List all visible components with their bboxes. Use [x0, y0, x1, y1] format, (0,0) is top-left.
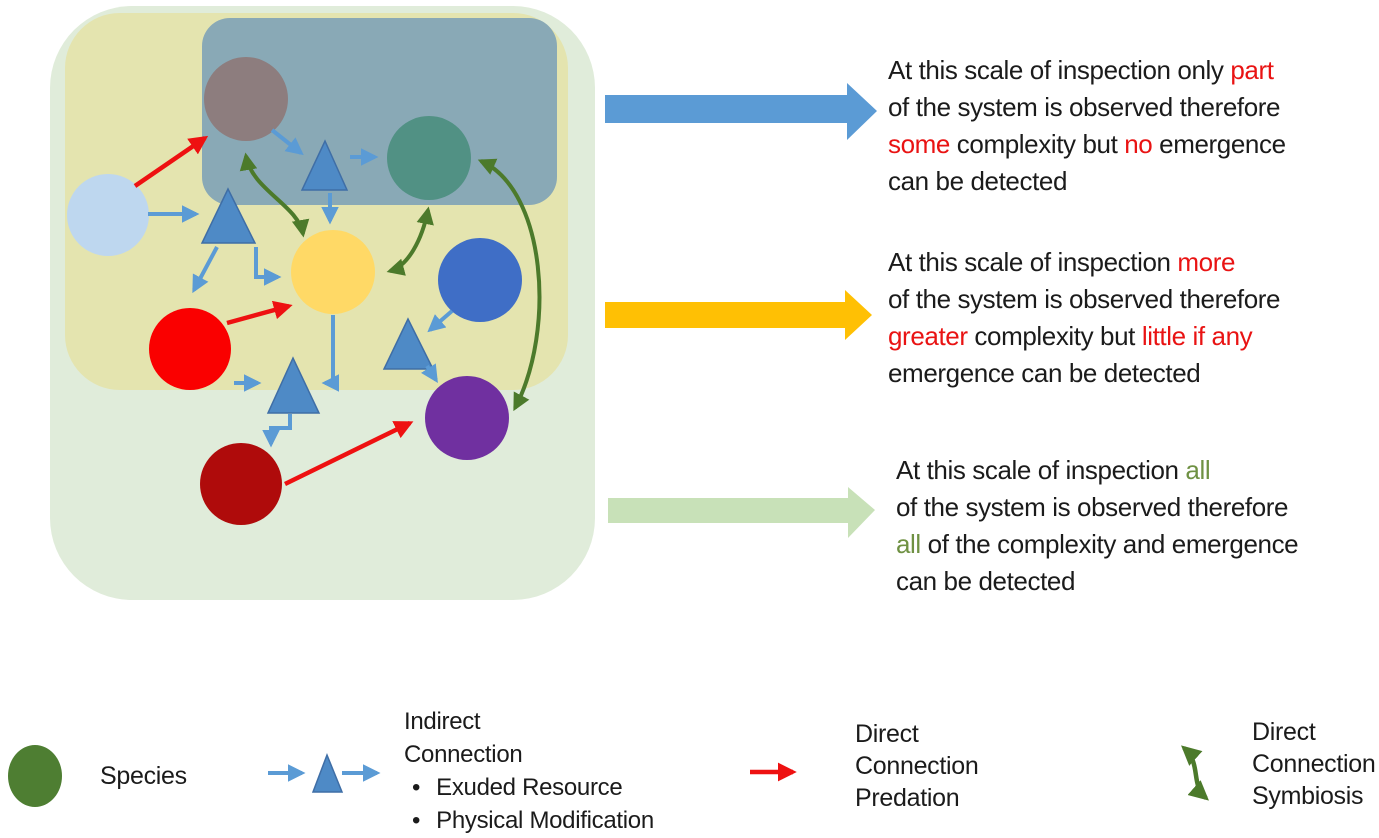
- legend-indirect-label: Indirect Connection •Exuded Resource •Ph…: [404, 705, 654, 837]
- scale-arrow-inner-icon: [605, 83, 877, 140]
- indirect-arrow: [321, 315, 340, 392]
- predation-arrow: [226, 300, 293, 326]
- legend-species-label: Species: [100, 762, 187, 790]
- emphasis-some: some: [888, 129, 950, 159]
- symbiosis-curves: [239, 152, 542, 412]
- indirect-connection-arrows: [148, 128, 454, 448]
- emphasis-all: all: [1185, 455, 1211, 485]
- species-node-red: [149, 308, 231, 390]
- scale-arrow-outer-icon: [608, 487, 875, 538]
- indirect-triangle-icon: [266, 356, 321, 414]
- scale-arrow-middle-icon: [605, 290, 872, 340]
- emphasis-little-if-any: little if any: [1141, 321, 1253, 351]
- emphasis-no: no: [1124, 129, 1153, 159]
- indirect-arrow: [270, 128, 304, 156]
- predation-arrow: [133, 135, 209, 188]
- predation-arrow: [284, 420, 414, 487]
- emphasis-greater: greater: [888, 321, 968, 351]
- indirect-arrow: [427, 309, 454, 333]
- species-node-darkred: [200, 443, 282, 525]
- species-node-blue: [438, 238, 522, 322]
- indirect-triangle-icon: [382, 317, 435, 370]
- annotation-outer-scale: At this scale of inspection all of the s…: [896, 455, 1299, 596]
- annotation-inner-scale: At this scale of inspection only part of…: [888, 55, 1286, 196]
- legend-species-icon: [8, 745, 62, 807]
- legend-symbiosis-label: Direct Connection Symbiosis: [1252, 718, 1376, 810]
- species-node-teal: [387, 116, 471, 200]
- bullet-icon: •: [412, 807, 421, 834]
- emphasis-more: more: [1177, 247, 1236, 277]
- indirect-arrow: [192, 246, 219, 294]
- legend-predation-label: Direct Connection Predation: [855, 720, 979, 812]
- bullet-icon: •: [412, 774, 421, 801]
- indirect-arrow: [254, 247, 282, 286]
- annotation-middle-scale: At this scale of inspection more of the …: [888, 247, 1281, 388]
- species-node-gray: [204, 57, 288, 141]
- indirect-arrow: [420, 363, 438, 383]
- symbiosis-curve: [386, 206, 434, 276]
- species-node-yellow: [291, 230, 375, 314]
- species-node-purple: [425, 376, 509, 460]
- emphasis-all: all: [896, 529, 921, 559]
- predation-arrows: [133, 135, 414, 487]
- indirect-arrow: [262, 414, 292, 448]
- species-node-lightblue: [67, 174, 149, 256]
- emphasis-part: part: [1230, 55, 1274, 85]
- legend-indirect-triangle-icon: [311, 752, 344, 793]
- indirect-triangle-icon: [300, 139, 349, 191]
- symbiosis-curve: [477, 158, 542, 412]
- symbiosis-curve: [239, 152, 310, 238]
- legend-symbiosis-icon: [1181, 745, 1209, 801]
